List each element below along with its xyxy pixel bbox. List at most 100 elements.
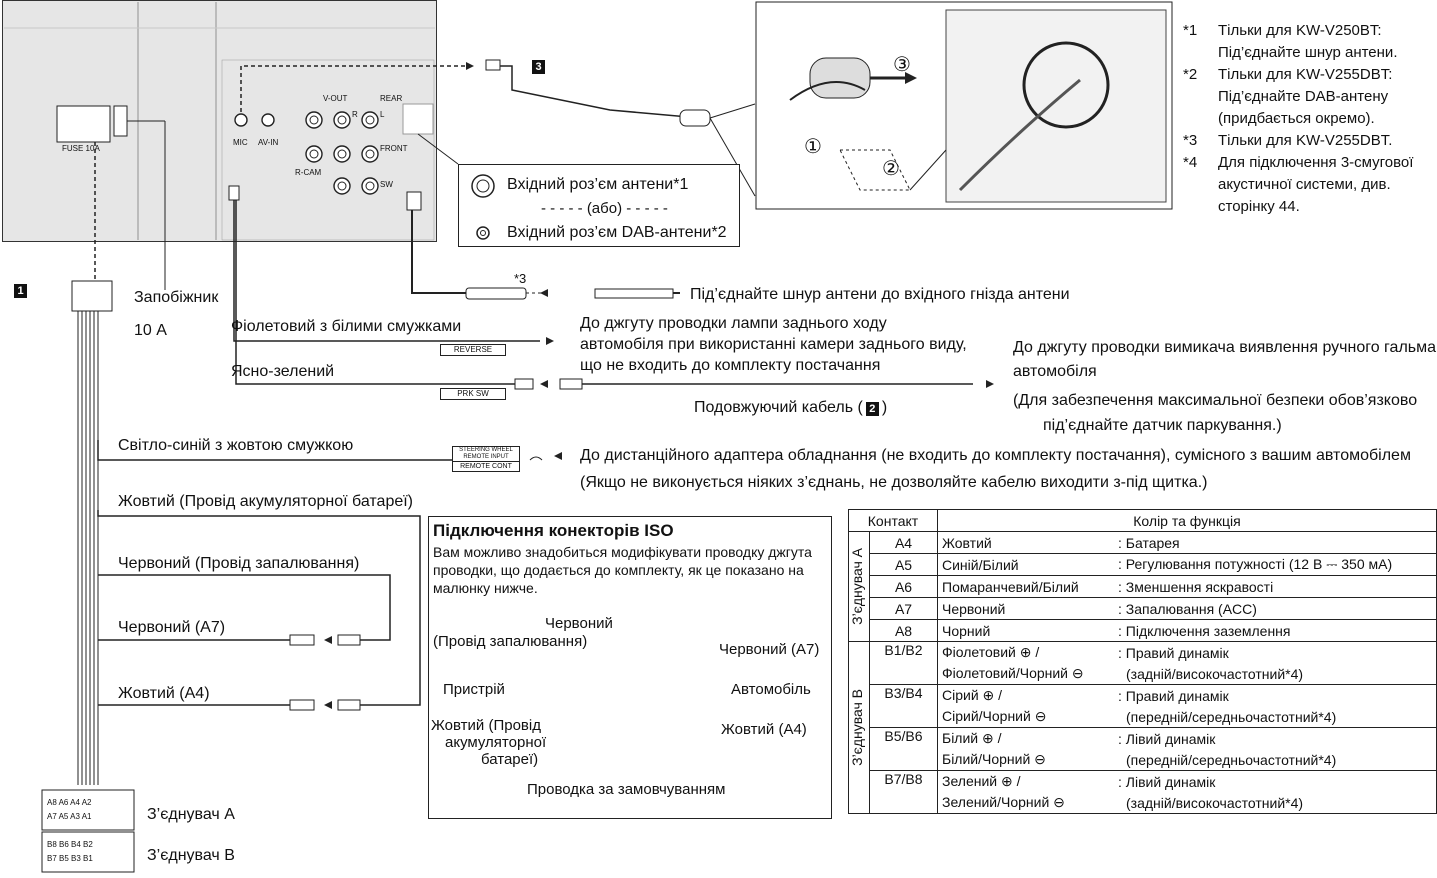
table-row: Зелений/Чорний ⊖ (задній/високочастотний… — [849, 792, 1437, 814]
table-row: B5/B6 Білий ⊕ / : Лівий динамік — [849, 727, 1437, 771]
iso-yellow-label-2: акумуляторної — [445, 734, 547, 751]
function-cell: : Правий динамік — [1114, 684, 1437, 706]
function-cell: (передній/середньочастотний*4) — [1114, 706, 1437, 728]
jack-label-av-in: AV-IN — [258, 138, 279, 147]
color-cell: Помаранчевий/Білий — [937, 575, 1114, 598]
footnote-text: Тільки для KW-V255DBT. — [1218, 132, 1393, 149]
wire-blue-dest-1: До дистанційного адаптера обладнання (не… — [580, 447, 1411, 464]
fuse-callout-value: 10 А — [134, 322, 167, 339]
table-row: A8 Чорний : Підключення заземлення — [849, 619, 1437, 642]
pin-cell: A7 — [869, 597, 938, 620]
table-row: B7/B8 Зелений ⊕ / : Лівий динамік — [849, 770, 1437, 814]
function-cell: : Правий динамік — [1114, 641, 1437, 663]
wire-red-a7-label: Червоний (А7) — [118, 619, 226, 636]
jack-label-v-out: V-OUT — [323, 94, 348, 103]
dab-jack-icon — [476, 226, 490, 240]
wire-yellow-battery-label: Жовтий (Провід акумуляторної батареї) — [118, 493, 414, 510]
extension-cable-text: Подовжуючий кабель ( — [694, 399, 863, 416]
color-cell: Червоний — [937, 597, 1114, 620]
jack-label-sw: SW — [380, 180, 393, 189]
wire-green-dest-3: (Для забезпечення максимальної безпеки о… — [1013, 392, 1418, 409]
table-row: A5 Синій/Білий : Регулювання потужності … — [849, 553, 1437, 576]
antenna-jack-icon — [471, 174, 495, 198]
wire-blue-label: Світло-синій з жовтою смужкою — [118, 437, 354, 454]
connector-b-vertical-label: З’єднувач B — [849, 689, 865, 766]
function-cell: : Регулювання потужності (12 В ⎓ 350 мА) — [1114, 553, 1437, 576]
color-cell: Чорний — [937, 619, 1114, 642]
table-row: Білий/Чорний ⊖ (передній/середньочастотн… — [849, 749, 1437, 771]
wire-blue-tag-line-2: REMOTE INPUT — [463, 454, 509, 460]
footnote-text: Для підключення 3-смугової акустичної си… — [1218, 154, 1414, 215]
marker-1: 1 — [14, 284, 27, 298]
table-row: Фіолетовий/Чорний ⊖ (задній/високочастот… — [849, 663, 1437, 685]
wire-blue-dest-2: (Якщо не виконується ніяких з’єднань, не… — [580, 474, 1208, 491]
fuse-label: FUSE 10A — [62, 144, 100, 153]
function-cell: : Підключення заземлення — [1114, 619, 1437, 642]
color-cell: Зелений ⊕ / — [937, 770, 1114, 792]
connector-a-vertical-label: З’єднувач А — [849, 548, 865, 625]
table-row: B3/B4 Сірий ⊕ / : Правий динамік — [849, 684, 1437, 728]
jack-label-r-cam: R-CAM — [295, 168, 322, 177]
iso-yellow-label-1: Жовтий (Провід — [431, 717, 541, 734]
marker-2: 2 — [865, 402, 879, 416]
iso-default-label: Проводка за замовчуванням — [527, 781, 726, 798]
antenna-cable-note: *3 — [514, 271, 527, 286]
antenna-cable-label: Під’єднайте шнур антени до вхідного гніз… — [690, 286, 1070, 303]
unit-fuse — [113, 105, 128, 137]
iso-connection-box: Підключення конекторів ISO Вам можливо з… — [428, 516, 832, 819]
pin-cell: B1/B2 — [869, 641, 938, 685]
color-cell: Жовтий — [937, 531, 1114, 554]
pin-cell: B3/B4 — [869, 684, 938, 728]
wire-green-label: Ясно-зелений — [231, 363, 335, 380]
marker-3: 3 — [532, 60, 545, 74]
wire-yellow-a4-label: Жовтий (А4) — [118, 685, 210, 702]
function-cell: (задній/високочастотний*4) — [1114, 663, 1437, 685]
iso-title: Підключення конекторів ISO — [433, 521, 674, 540]
pin-function-table: Контакт Колір та функція З’єднувач А A4 … — [848, 509, 1437, 814]
wire-green-dest-2: автомобіля — [1013, 363, 1097, 380]
wire-violet-dest-2: автомобіля при використанні камери заднь… — [580, 336, 967, 353]
mic-step-1: ① — [804, 136, 822, 158]
function-cell: : Батарея — [1114, 531, 1437, 554]
color-cell: Сірий/Чорний ⊖ — [937, 706, 1114, 728]
wire-blue-tag-line-1: STEERING WHEEL — [459, 447, 513, 453]
pin-cell: A8 — [869, 619, 938, 642]
table-header-color: Колір та функція — [937, 509, 1437, 532]
table-row: A6 Помаранчевий/Білий : Зменшення яскрав… — [849, 575, 1437, 598]
table-row: З’єднувач B B1/B2 Фіолетовий ⊕ / : Прави… — [848, 641, 1437, 814]
connector-a-cell: З’єднувач А — [848, 531, 870, 642]
iso-description: Вам можливо знадобиться модифікувати про… — [433, 544, 812, 596]
wire-green-tag: PRK SW — [440, 388, 506, 400]
pin-cell: A6 — [869, 575, 938, 598]
extension-cable-close: ) — [881, 399, 888, 416]
footnote-key: *4 — [1183, 154, 1198, 171]
fuse-callout: Запобіжник — [134, 289, 219, 306]
function-cell: : Запалювання (ACC) — [1114, 597, 1437, 620]
function-cell: (задній/високочастотний*4) — [1114, 792, 1437, 814]
connector-b-label: З’єднувач B — [147, 847, 235, 864]
wire-green-dest-4: під’єднайте датчик паркування.) — [1043, 417, 1282, 434]
wire-violet-label: Фіолетовий з білими смужками — [231, 318, 462, 335]
iso-device-label: Пристрій — [443, 681, 505, 698]
wire-violet-dest-1: До джгуту проводки лампи заднього ходу — [580, 315, 887, 332]
connector-a-pins-top: A8 A6 A4 A2 — [47, 798, 92, 807]
extension-cable-label: Подовжуючий кабель (2) — [694, 398, 887, 417]
footnote: *4 Для підключення 3-смугової акустичної … — [1183, 152, 1437, 218]
table-row: Сірий/Чорний ⊖ (передній/середньочастотн… — [849, 706, 1437, 728]
footnote-key: *2 — [1183, 66, 1198, 83]
table-header-contact: Контакт — [848, 509, 938, 532]
color-cell: Білий/Чорний ⊖ — [937, 749, 1114, 771]
iso-car-label: Автомобіль — [731, 681, 811, 698]
wire-blue-tag-line-3: REMOTE CONT — [453, 461, 519, 471]
iso-yellow-a4-label: Жовтий (А4) — [721, 721, 807, 738]
jack-label-r: R — [352, 110, 358, 119]
connector-b-pins-bottom: B7 B5 B3 B1 — [47, 854, 93, 863]
table-header-row: Контакт Колір та функція — [848, 509, 1437, 532]
mic-step-3: ③ — [893, 54, 911, 76]
jack-label-rear: REAR — [380, 94, 403, 103]
connector-b-cell: З’єднувач B — [848, 641, 870, 814]
